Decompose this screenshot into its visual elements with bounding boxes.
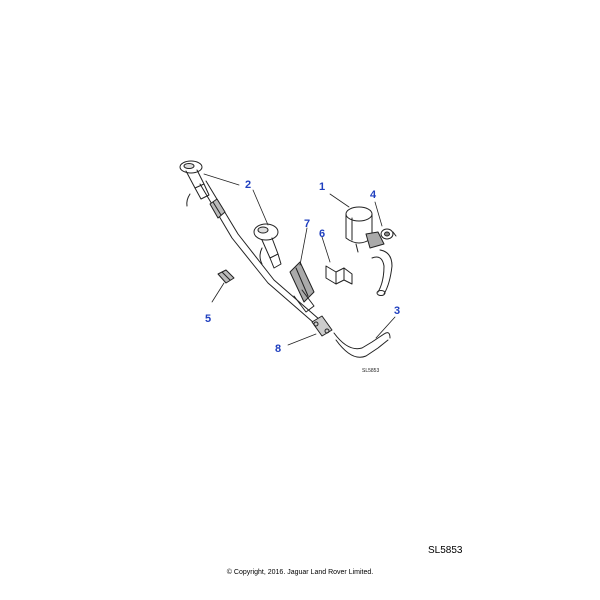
hose-clip-upper	[209, 198, 226, 219]
pump-outlet-hose	[371, 249, 393, 296]
bracket-clip	[325, 265, 353, 285]
callout-3: 3	[394, 305, 400, 317]
figure-code: SL5853	[428, 545, 463, 556]
callout-7: 7	[304, 218, 310, 230]
copyright-notice: © Copyright, 2016. Jaguar Land Rover Lim…	[226, 569, 374, 576]
hose-to-reservoir	[333, 332, 391, 358]
small-clip	[217, 269, 235, 284]
valve-t-piece	[289, 261, 315, 313]
figure-code-inline: SL5853	[362, 368, 379, 374]
washer-jet-upper	[179, 160, 210, 207]
callout-5: 5	[205, 313, 211, 325]
callout-4: 4	[370, 189, 377, 201]
inline-connector	[311, 315, 333, 337]
callouts: 1 2 3 4 5 6 7 8 SL5853	[205, 179, 400, 374]
callout-1: 1	[319, 181, 325, 193]
callout-8: 8	[275, 343, 281, 355]
callout-6: 6	[319, 228, 325, 240]
callout-2: 2	[245, 179, 251, 191]
washer-jet-middle	[253, 223, 282, 269]
washer-pump-reservoir	[345, 206, 385, 253]
leader-lines	[203, 173, 396, 346]
grommet	[380, 228, 397, 240]
